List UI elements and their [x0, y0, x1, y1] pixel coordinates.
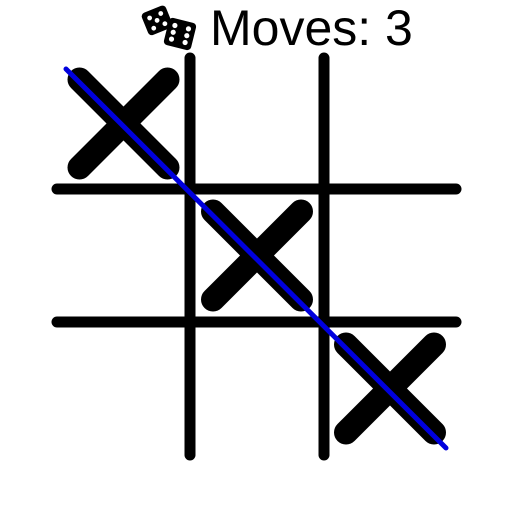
winning-line — [63, 66, 449, 451]
board-cell-0-2[interactable] — [324, 58, 456, 189]
board-cell-1-0[interactable] — [57, 189, 190, 322]
status-bar: Moves: 3 — [138, 0, 413, 56]
board-cell-2-2[interactable] — [324, 322, 456, 455]
dice-icon — [141, 5, 197, 51]
grid — [51, 52, 462, 461]
board-cell-0-1[interactable] — [190, 58, 324, 189]
x-mark — [201, 199, 313, 312]
x-mark — [334, 332, 446, 445]
board-cell-1-2[interactable] — [324, 189, 456, 322]
board-cell-1-1[interactable] — [190, 189, 324, 322]
moves-counter: Moves: 3 — [210, 0, 413, 56]
board-cell-2-0[interactable] — [57, 322, 190, 455]
board-cell-2-1[interactable] — [190, 322, 324, 455]
